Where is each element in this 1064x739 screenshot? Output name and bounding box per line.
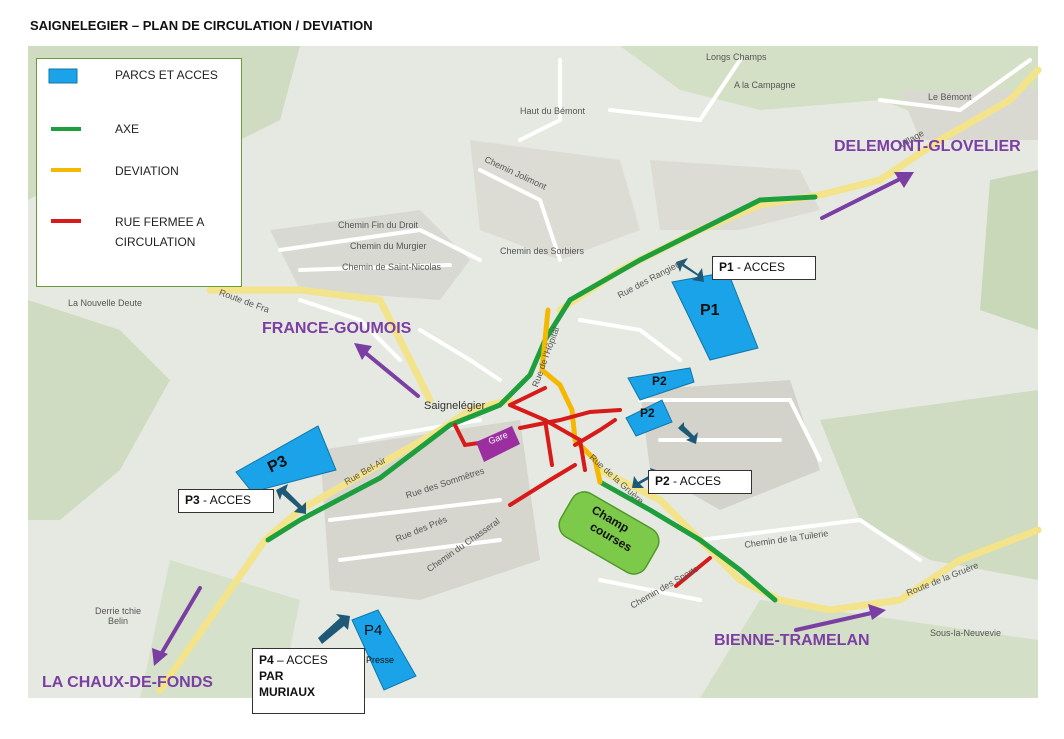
legend-rue-fermee-label: RUE FERMEE A (115, 215, 205, 229)
street-label: Chemin du Murgier (350, 241, 427, 251)
destination-chaux: LA CHAUX-DE-FONDS (42, 674, 213, 691)
parking-p3 (235, 425, 337, 493)
parking-p1 (671, 271, 759, 361)
parking-p2-south (625, 399, 673, 437)
legend-parc-swatch-icon (48, 68, 78, 84)
p4-callout-line2: PAR (259, 669, 284, 683)
p2-callout-code: P2 (655, 474, 670, 488)
closed-streets (453, 386, 712, 588)
gare-building (476, 426, 520, 462)
street-label: Chemin Fin du Droit (338, 220, 419, 230)
parking-p2-north (627, 367, 695, 401)
p4-callout-line3: MURIAUX (259, 685, 315, 699)
parking-p1-label: P1 (700, 302, 720, 319)
p3-access-arrow-icon (276, 484, 306, 514)
p4-access-arrow-icon (318, 614, 350, 644)
parking-p2-north-label: P2 (652, 374, 667, 388)
legend-deviation-swatch (51, 168, 81, 172)
chaux-arrow-head-icon (152, 648, 168, 666)
france-arrow-head-icon (354, 343, 372, 360)
document-title: SAIGNELEGIER – PLAN DE CIRCULATION / DEV… (30, 18, 373, 33)
p4-callout-text: – ACCES (273, 653, 328, 667)
legend-deviation-label: DEVIATION (115, 164, 179, 178)
place-label: Sous-la-Neuvevie (930, 628, 1002, 638)
p2-callout-text: - ACCES (669, 474, 722, 488)
place-label: Derrie tchie Belin (94, 606, 141, 626)
legend: PARCS ET ACCES AXE DEVIATION RUE FERMEE … (36, 58, 242, 287)
legend-axe-label: AXE (115, 122, 140, 136)
destination-delemont: DELEMONT-GLOVELIER (834, 138, 1021, 155)
residential-area (650, 160, 820, 230)
place-label: A la Campagne (734, 80, 796, 90)
bienne-arrow (794, 610, 878, 632)
place-label: Le Bémont (928, 92, 972, 102)
p3-callout-text: - ACCES (199, 493, 252, 507)
town-label: Saignelégier (424, 400, 486, 412)
parking-p2-south-label: P2 (640, 406, 655, 420)
p1-callout-text: - ACCES (733, 260, 786, 274)
parking-p4-sublabel: Presse (366, 655, 395, 665)
terrain-patch (980, 170, 1038, 330)
legend-rue-fermee-label-2: CIRCULATION (115, 235, 196, 249)
delemont-arrow-head-icon (894, 172, 914, 188)
axe-route (265, 194, 818, 603)
terrain-patch (820, 390, 1038, 580)
p1-callout: P1 - ACCES (712, 256, 816, 280)
legend-axe-swatch (51, 127, 81, 131)
p4-callout-code: P4 (259, 653, 274, 667)
minor-roads (278, 58, 1032, 602)
chaux-arrow (158, 586, 202, 658)
place-label: Haut du Bémont (520, 106, 586, 116)
place-label: Longs Champs (706, 52, 767, 62)
street-label: Chemin des Sorbiers (500, 246, 585, 256)
legend-parcs-label: PARCS ET ACCES (115, 68, 218, 82)
terrain-patch (28, 300, 170, 520)
parking-p4-label: P4 (364, 622, 383, 639)
p1-access-arrow-icon (676, 258, 704, 282)
p4-callout: P4 – ACCES PAR MURIAUX (252, 648, 365, 714)
p3-callout-code: P3 (185, 493, 200, 507)
residential-area (470, 140, 640, 260)
p3-callout: P3 - ACCES (178, 489, 274, 513)
destination-bienne: BIENNE-TRAMELAN (714, 632, 870, 649)
p2-entry-arrow-icon (678, 422, 698, 444)
destination-france: FRANCE-GOUMOIS (262, 320, 412, 337)
parking-p4 (351, 609, 417, 691)
champ-de-courses (558, 491, 660, 575)
france-arrow (360, 348, 420, 398)
place-label: La Nouvelle Deute (68, 298, 143, 308)
deviation-route (539, 307, 603, 485)
delemont-arrow (820, 174, 908, 220)
destination-arrows (152, 172, 914, 666)
legend-rue-fermee-swatch (51, 219, 81, 223)
p1-callout-code: P1 (719, 260, 734, 274)
terrain-patch (700, 600, 1038, 698)
bienne-arrow-head-icon (868, 604, 886, 620)
street-label: Chemin de Saint-Nicolas (342, 262, 442, 272)
p2-callout: P2 - ACCES (648, 470, 752, 494)
residential-area (270, 210, 470, 300)
